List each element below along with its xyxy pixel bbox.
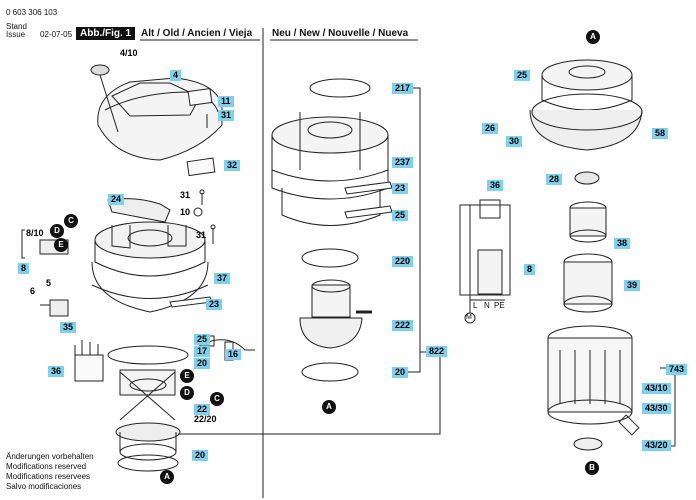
- wiring-diagram: [459, 199, 511, 324]
- footer-line-2: Modifications reserved: [6, 462, 87, 471]
- callout-4: 4: [170, 70, 182, 81]
- callout-743: 743: [666, 364, 688, 375]
- callout-20-new: 20: [392, 367, 409, 378]
- callout-43-10: 43/10: [642, 383, 671, 394]
- flap-11: [187, 87, 213, 107]
- wire-label-pe: PE: [494, 301, 505, 310]
- callout-8-10: 8/10: [26, 228, 44, 238]
- callout-31: 31: [218, 110, 235, 121]
- callout-37: 37: [214, 273, 231, 284]
- callout-220: 220: [392, 256, 414, 267]
- callout-30: 30: [506, 136, 523, 147]
- callout-23-old: 23: [206, 299, 223, 310]
- callout-36-new: 36: [487, 180, 504, 191]
- marker-e-old: E: [54, 238, 68, 252]
- callout-43-20: 43/20: [642, 440, 671, 451]
- callout-222: 222: [392, 320, 414, 331]
- callout-10: 10: [180, 207, 191, 217]
- callout-217: 217: [392, 83, 414, 94]
- callout-17: 17: [194, 346, 211, 357]
- marker-c-old: C: [64, 214, 78, 228]
- footer-line-1: Änderungen vorbehalten: [6, 452, 94, 461]
- marker-e-low: E: [180, 369, 194, 383]
- callout-6: 6: [30, 286, 36, 296]
- callout-39: 39: [624, 280, 641, 291]
- new-housing: [271, 112, 389, 226]
- footer-line-3: Modifications reservees: [6, 472, 91, 481]
- marker-b-right: B: [585, 461, 599, 475]
- disk-28: [574, 171, 600, 185]
- callout-11: 11: [218, 96, 234, 107]
- float-38: [569, 201, 607, 243]
- bracket-5: [49, 299, 69, 317]
- callout-28: 28: [546, 174, 563, 185]
- callout-5: 5: [46, 278, 52, 288]
- ring-217: [309, 78, 371, 98]
- callout-8-new: 8: [524, 264, 536, 275]
- callout-38: 38: [614, 238, 631, 249]
- callout-58: 58: [652, 128, 669, 139]
- ring-20: [301, 362, 359, 382]
- filter-plate-32: [186, 157, 216, 177]
- marker-a-old: A: [160, 470, 174, 484]
- callout-25-new: 25: [392, 210, 409, 221]
- callout-20-old: 20: [194, 358, 211, 369]
- callout-23-new: 23: [392, 183, 409, 194]
- callout-32: 32: [224, 160, 241, 171]
- callout-43-30: 43/30: [642, 403, 671, 414]
- callout-31b: 31: [180, 190, 191, 200]
- callout-35: 35: [60, 322, 77, 333]
- wire-label-m: M: [466, 314, 472, 321]
- callout-31c: 31: [196, 230, 207, 240]
- motor-housing: [91, 221, 209, 313]
- marker-d-old: D: [50, 224, 64, 238]
- wire-label-n: N: [484, 301, 490, 310]
- terminal-block-36: [74, 354, 104, 382]
- issue-value: 02-07-05: [40, 30, 73, 39]
- part-number: 0 603 306 103: [6, 8, 58, 17]
- callout-22-20: 22/20: [194, 414, 217, 424]
- callout-8: 8: [18, 263, 30, 274]
- callout-36-old: 36: [48, 366, 65, 377]
- callout-822: 822: [426, 346, 448, 357]
- cartridge-743: [547, 325, 640, 436]
- nut-43-20: [573, 437, 603, 451]
- new-heading: Neu / New / Nouvelle / Nueva: [272, 28, 409, 39]
- callout-25-old: 25: [194, 334, 211, 345]
- callout-25-right: 25: [514, 70, 531, 81]
- callout-26: 26: [482, 123, 499, 134]
- stand-label: Stand: [6, 22, 27, 31]
- marker-c-low: C: [210, 392, 224, 406]
- marker-d-low: D: [180, 386, 194, 400]
- figure-label: Abb./Fig. 1: [76, 27, 136, 40]
- cage-39: [563, 253, 613, 313]
- gasket-220: [301, 248, 359, 268]
- marker-a-right: A: [586, 30, 600, 44]
- lid-part: [90, 64, 223, 161]
- callout-24: 24: [108, 194, 125, 205]
- callout-16: 16: [225, 349, 242, 360]
- old-heading: Alt / Old / Ancien / Vieja: [141, 28, 253, 39]
- marker-a-new: A: [322, 400, 336, 414]
- callout-22: 22: [194, 404, 211, 415]
- callout-20-bottom: 20: [192, 450, 209, 461]
- callout-4-10: 4/10: [120, 48, 138, 58]
- callout-237: 237: [392, 157, 414, 168]
- filter-head-25: [541, 59, 633, 111]
- wire-label-l: L: [473, 301, 478, 310]
- issue-label: Issue: [6, 30, 26, 39]
- footer-line-4: Salvo modificaciones: [6, 482, 82, 491]
- new-motor-222: [299, 279, 372, 349]
